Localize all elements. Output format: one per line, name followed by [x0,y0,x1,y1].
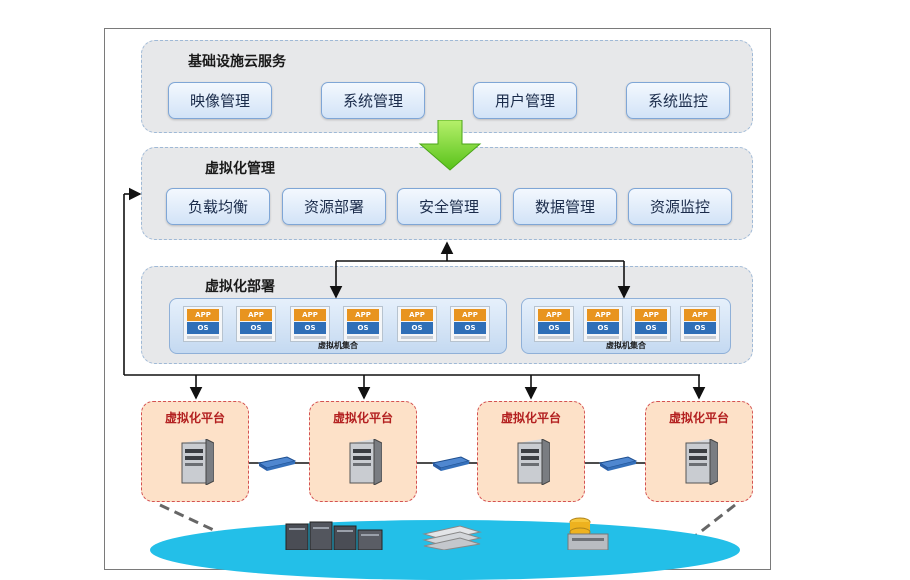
data-management-button[interactable]: 数据管理 [513,188,617,225]
platform-label: 虚拟化平台 [164,411,225,425]
image-management-button[interactable]: 映像管理 [168,82,272,119]
security-management-button[interactable]: 安全管理 [397,188,501,225]
user-management-button[interactable]: 用户管理 [473,82,577,119]
iaas-panel: 基础设施云服务 映像管理 系统管理 用户管理 系统监控 [141,40,753,133]
platform-label: 虚拟化平台 [332,411,393,425]
iaas-title: 基础设施云服务 [188,54,286,70]
vm-cluster-label: 虚拟机集合 [606,341,646,350]
load-balancing-button[interactable]: 负载均衡 [166,188,270,225]
virtualization-platform-2: 虚拟化平台 [309,401,417,502]
platform-label: 虚拟化平台 [500,411,561,425]
vm-cluster-label: 虚拟机集合 [318,341,358,350]
network-switch-icon [431,456,471,471]
virt-mgmt-title: 虚拟化管理 [205,161,275,177]
blade-server-icon [422,525,482,550]
system-monitoring-button[interactable]: 系统监控 [626,82,730,119]
system-management-button[interactable]: 系统管理 [321,82,425,119]
network-switch-icon [257,456,297,471]
storage-icon [567,517,609,550]
green-down-arrow-icon [418,120,482,171]
server-icon [181,439,214,485]
virtualization-platform-1: 虚拟化平台 [141,401,249,502]
server-icon [349,439,382,485]
server-icon [517,439,550,485]
virt-mgmt-panel: 虚拟化管理 负载均衡 资源部署 安全管理 数据管理 资源监控 [141,147,753,240]
server-icon [685,439,718,485]
network-switch-icon [598,456,638,471]
server-rack-icon [285,521,383,550]
resource-deployment-button[interactable]: 资源部署 [282,188,386,225]
resource-monitoring-button[interactable]: 资源监控 [628,188,732,225]
virt-deploy-title: 虚拟化部署 [205,279,275,295]
virtualization-platform-3: 虚拟化平台 [477,401,585,502]
platform-label: 虚拟化平台 [668,411,729,425]
virtualization-platform-4: 虚拟化平台 [645,401,753,502]
